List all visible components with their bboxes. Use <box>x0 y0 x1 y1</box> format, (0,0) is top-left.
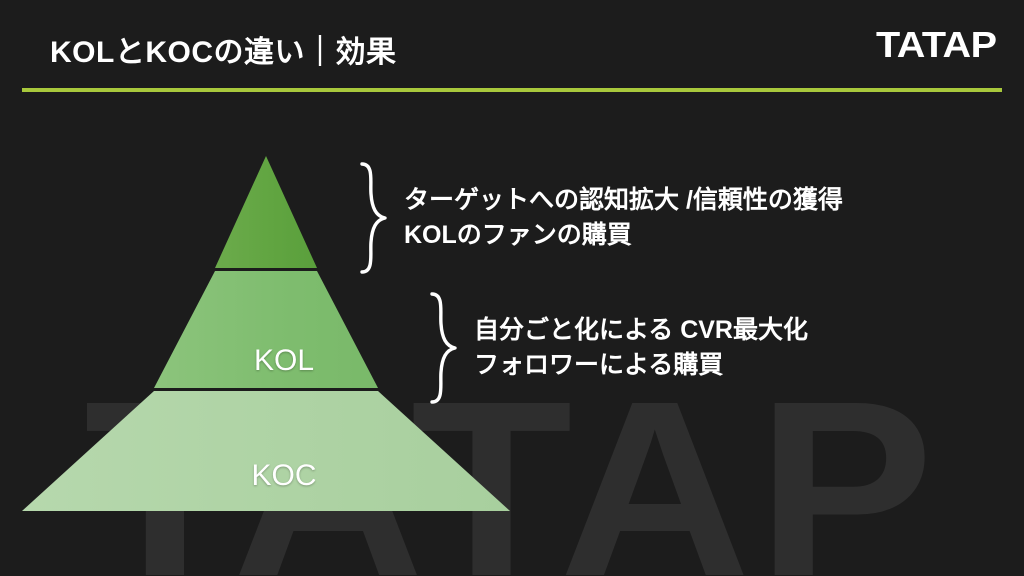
pyramid-label-kol: KOL <box>253 344 315 377</box>
header-divider <box>22 88 1002 92</box>
annotation-koc-line1: 自分ごと化による CVR最大化 <box>474 315 808 344</box>
pyramid-label-customer: 顧客 <box>214 569 354 576</box>
pyramid-tier-customer <box>22 391 510 511</box>
curly-brace-icon <box>360 162 387 274</box>
pyramid-tier-koc <box>154 271 378 388</box>
brand-logo: TATAP <box>875 24 997 65</box>
page-title: KOLとKOCの違い｜効果 <box>50 36 397 69</box>
annotation-koc-line2: フォロワーによる購買 <box>474 351 724 379</box>
annotation-kol: ターゲットへの認知拡大 /信頼性の獲得 KOLのファンの購買 <box>356 160 843 276</box>
pyramid-diagram: KOL KOC 顧客 <box>18 148 518 518</box>
annotation-koc-text: 自分ごと化による CVR最大化 フォロワーによる購買 <box>474 313 808 384</box>
pyramid-tier-kol <box>215 156 317 268</box>
curly-brace-icon <box>430 292 457 404</box>
annotation-koc: 自分ごと化による CVR最大化 フォロワーによる購買 <box>426 290 808 406</box>
slide-header: KOLとKOCの違い｜効果 TATAP <box>0 0 1024 100</box>
pyramid-svg <box>22 156 510 511</box>
annotation-kol-text: ターゲットへの認知拡大 /信頼性の獲得 KOLのファンの購買 <box>404 183 843 254</box>
pyramid-label-koc: KOC <box>251 459 317 492</box>
annotation-kol-line1: ターゲットへの認知拡大 /信頼性の獲得 <box>404 185 843 214</box>
annotation-kol-line2: KOLのファンの購買 <box>404 221 632 249</box>
